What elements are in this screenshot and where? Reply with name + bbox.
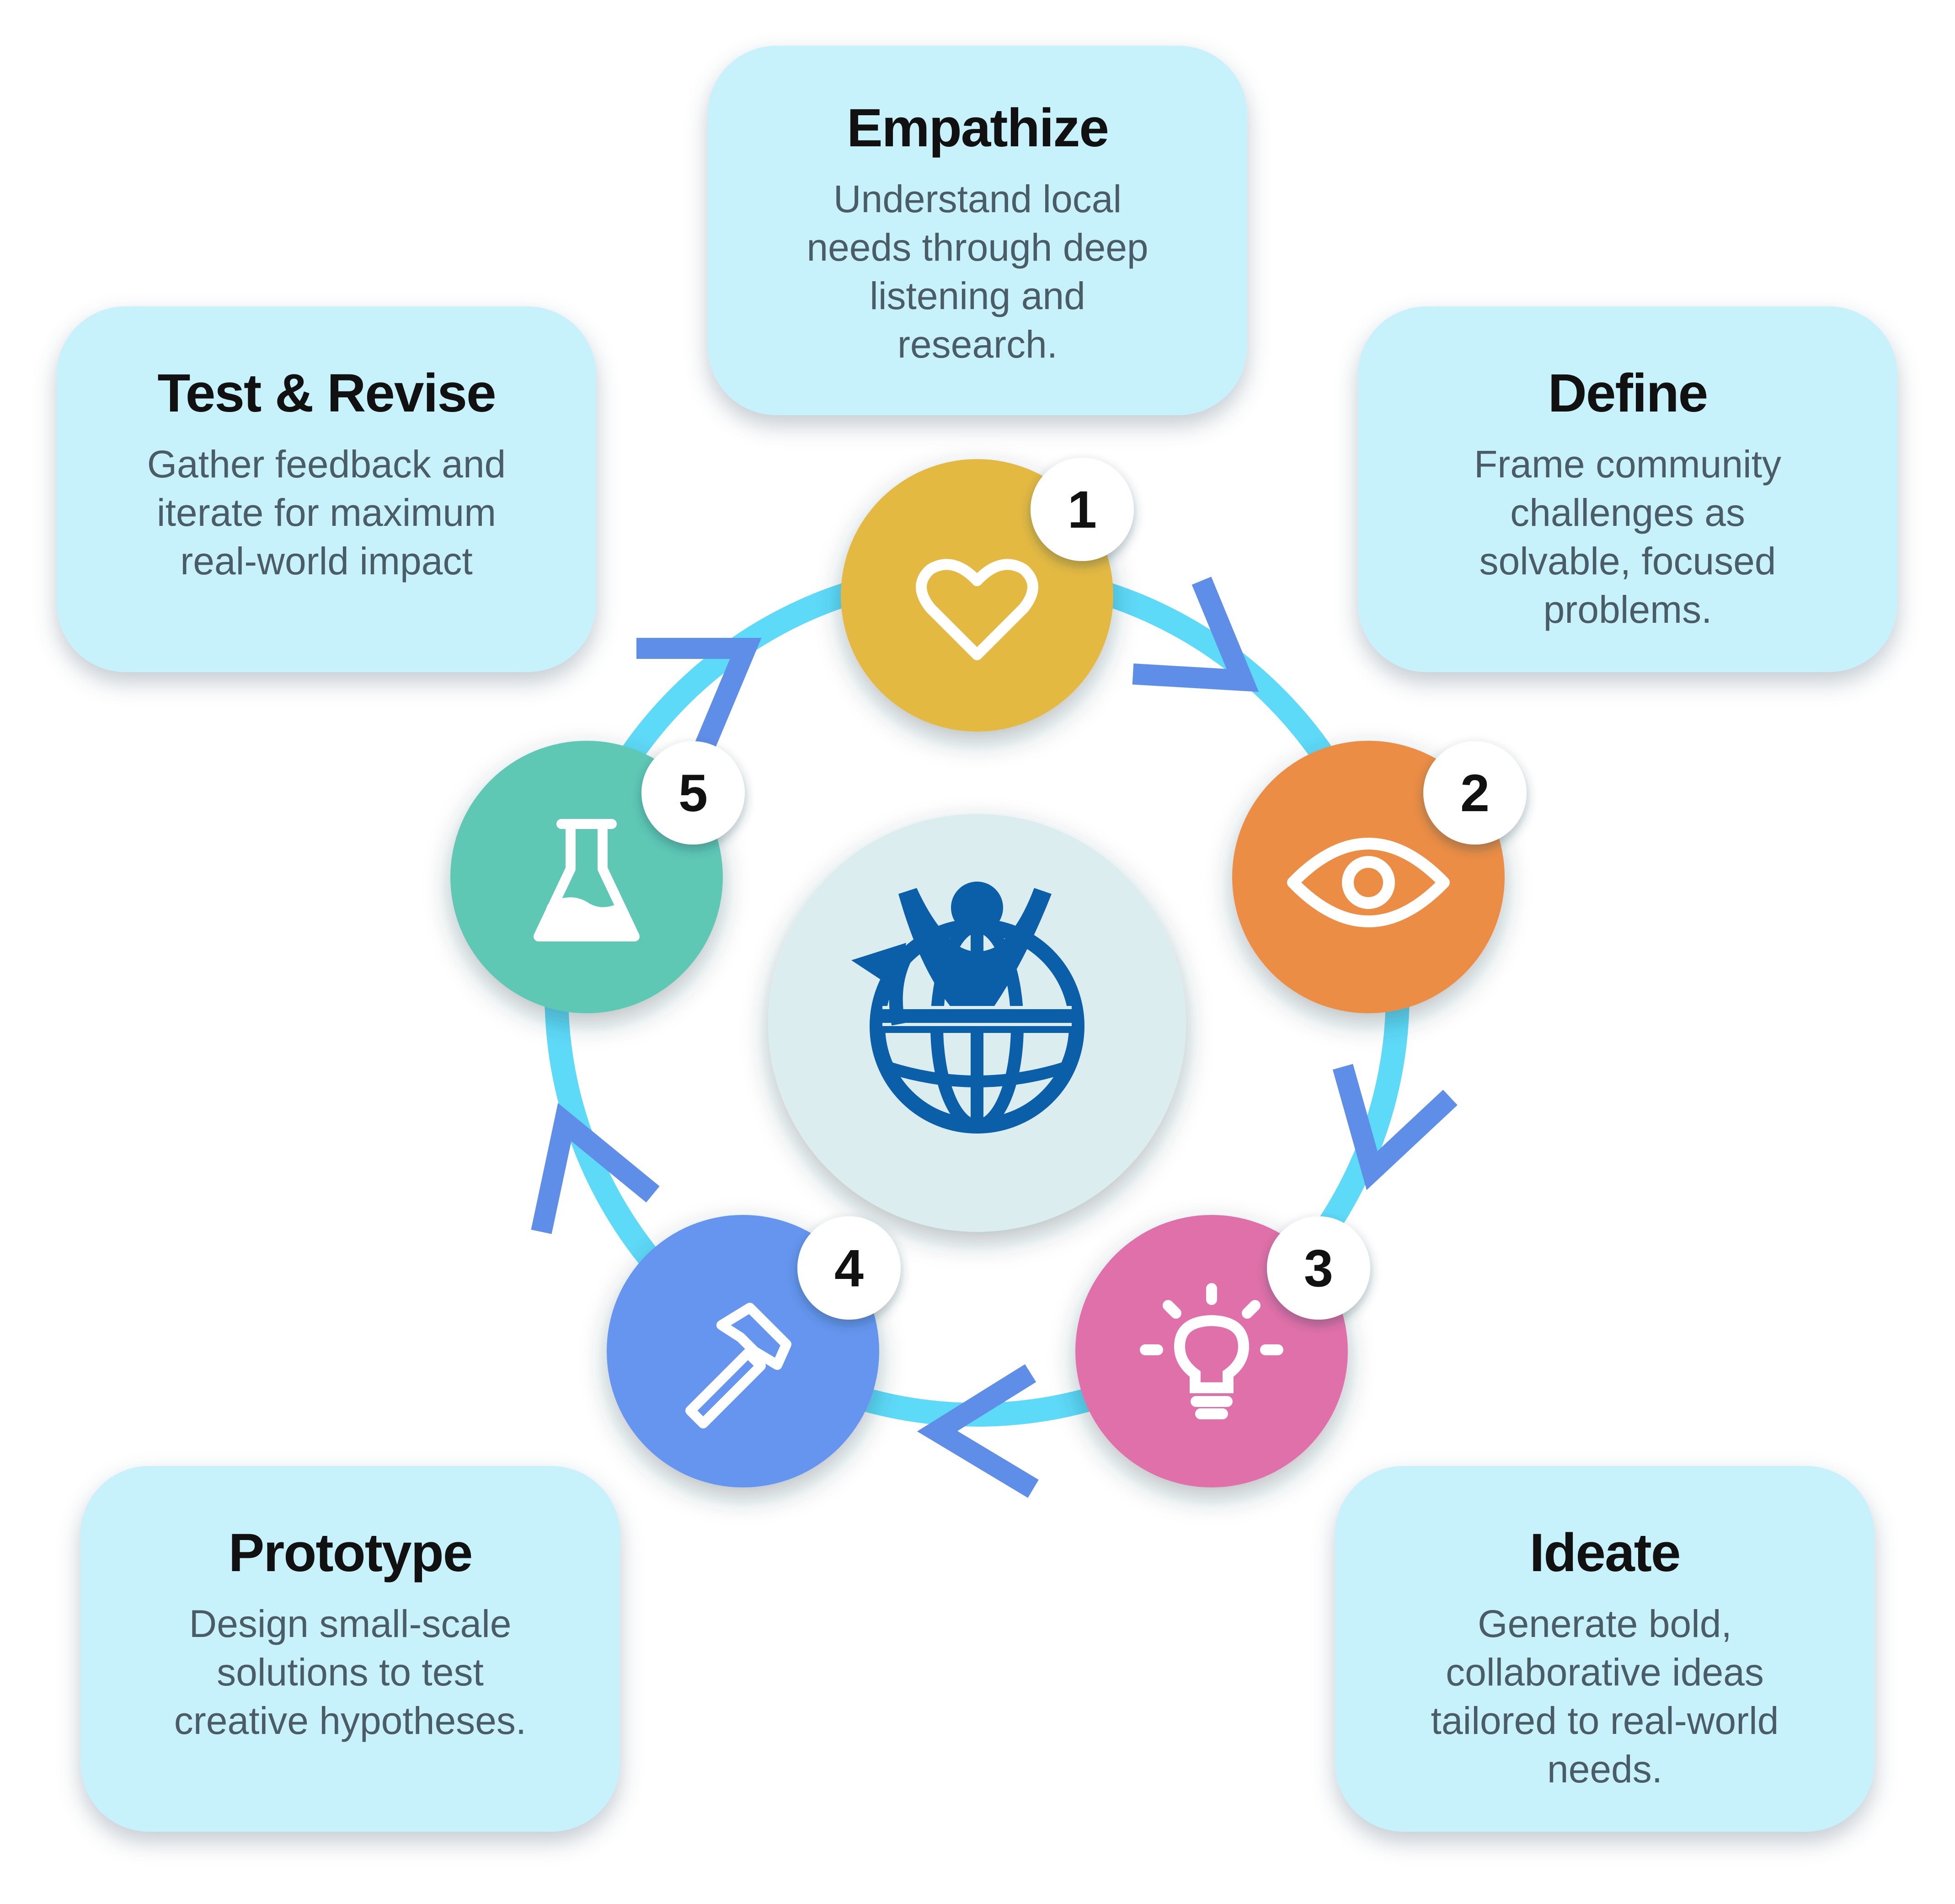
- flask-icon: [534, 819, 640, 941]
- person-globe-cycle-icon: [851, 882, 1084, 1134]
- step-number-3: 3: [1304, 1239, 1333, 1298]
- card-description-prototype: Design small-scale solutions to test cre…: [174, 1602, 527, 1742]
- card-title-prototype: Prototype: [228, 1523, 473, 1583]
- step-badge-2: [1423, 741, 1527, 845]
- step-number-5: 5: [678, 764, 708, 823]
- card-empathize: Empathize Understand local needs through…: [708, 46, 1247, 415]
- card-description-ideate: Generate bold, collaborative ideas tailo…: [1431, 1602, 1779, 1791]
- step-badge-1: [1031, 458, 1134, 561]
- card-define: Define Frame community challenges as sol…: [1358, 306, 1897, 672]
- flow-arrow-1-to-2: [1132, 577, 1259, 692]
- card-title-ideate: Ideate: [1529, 1523, 1681, 1583]
- step-number-1: 1: [1068, 481, 1097, 539]
- heart-icon: [916, 559, 1038, 660]
- card-ideate: Ideate Generate bold, collaborative idea…: [1335, 1466, 1875, 1832]
- card-title-empathize: Empathize: [846, 98, 1109, 158]
- flow-arrow-4-to-5: [531, 1103, 660, 1234]
- eye-icon: [1287, 838, 1450, 927]
- step-node-1[interactable]: 1: [841, 458, 1134, 732]
- step-number-2: 2: [1460, 764, 1490, 823]
- flow-arrow-5-to-1: [636, 638, 762, 757]
- card-description-empathize: Understand local needs through deep list…: [807, 177, 1148, 366]
- step-number-4: 4: [834, 1239, 864, 1298]
- hammer-icon: [685, 1303, 791, 1428]
- step-node-2[interactable]: 2: [1232, 741, 1527, 1013]
- card-description-define: Frame community challenges as solvable, …: [1474, 443, 1782, 631]
- lightbulb-icon: [1140, 1283, 1283, 1419]
- step-node-4[interactable]: 4: [607, 1215, 901, 1487]
- flow-arrow-3-to-4: [917, 1364, 1039, 1498]
- step-badge-3: [1267, 1216, 1370, 1320]
- step-badge-4: [797, 1216, 901, 1320]
- step-node-5[interactable]: 5: [450, 741, 745, 1013]
- flow-arrow-2-to-3: [1332, 1064, 1458, 1190]
- step-badge-5: [641, 741, 745, 845]
- card-prototype: Prototype Design small-scale solutions t…: [80, 1466, 620, 1832]
- card-description-test-revise: Gather feedback and iterate for maximum …: [147, 443, 506, 583]
- card-test-revise: Test & Revise Gather feedback and iterat…: [57, 306, 596, 672]
- step-node-3[interactable]: 3: [1075, 1215, 1370, 1487]
- card-title-test-revise: Test & Revise: [157, 363, 496, 423]
- card-title-define: Define: [1548, 363, 1709, 423]
